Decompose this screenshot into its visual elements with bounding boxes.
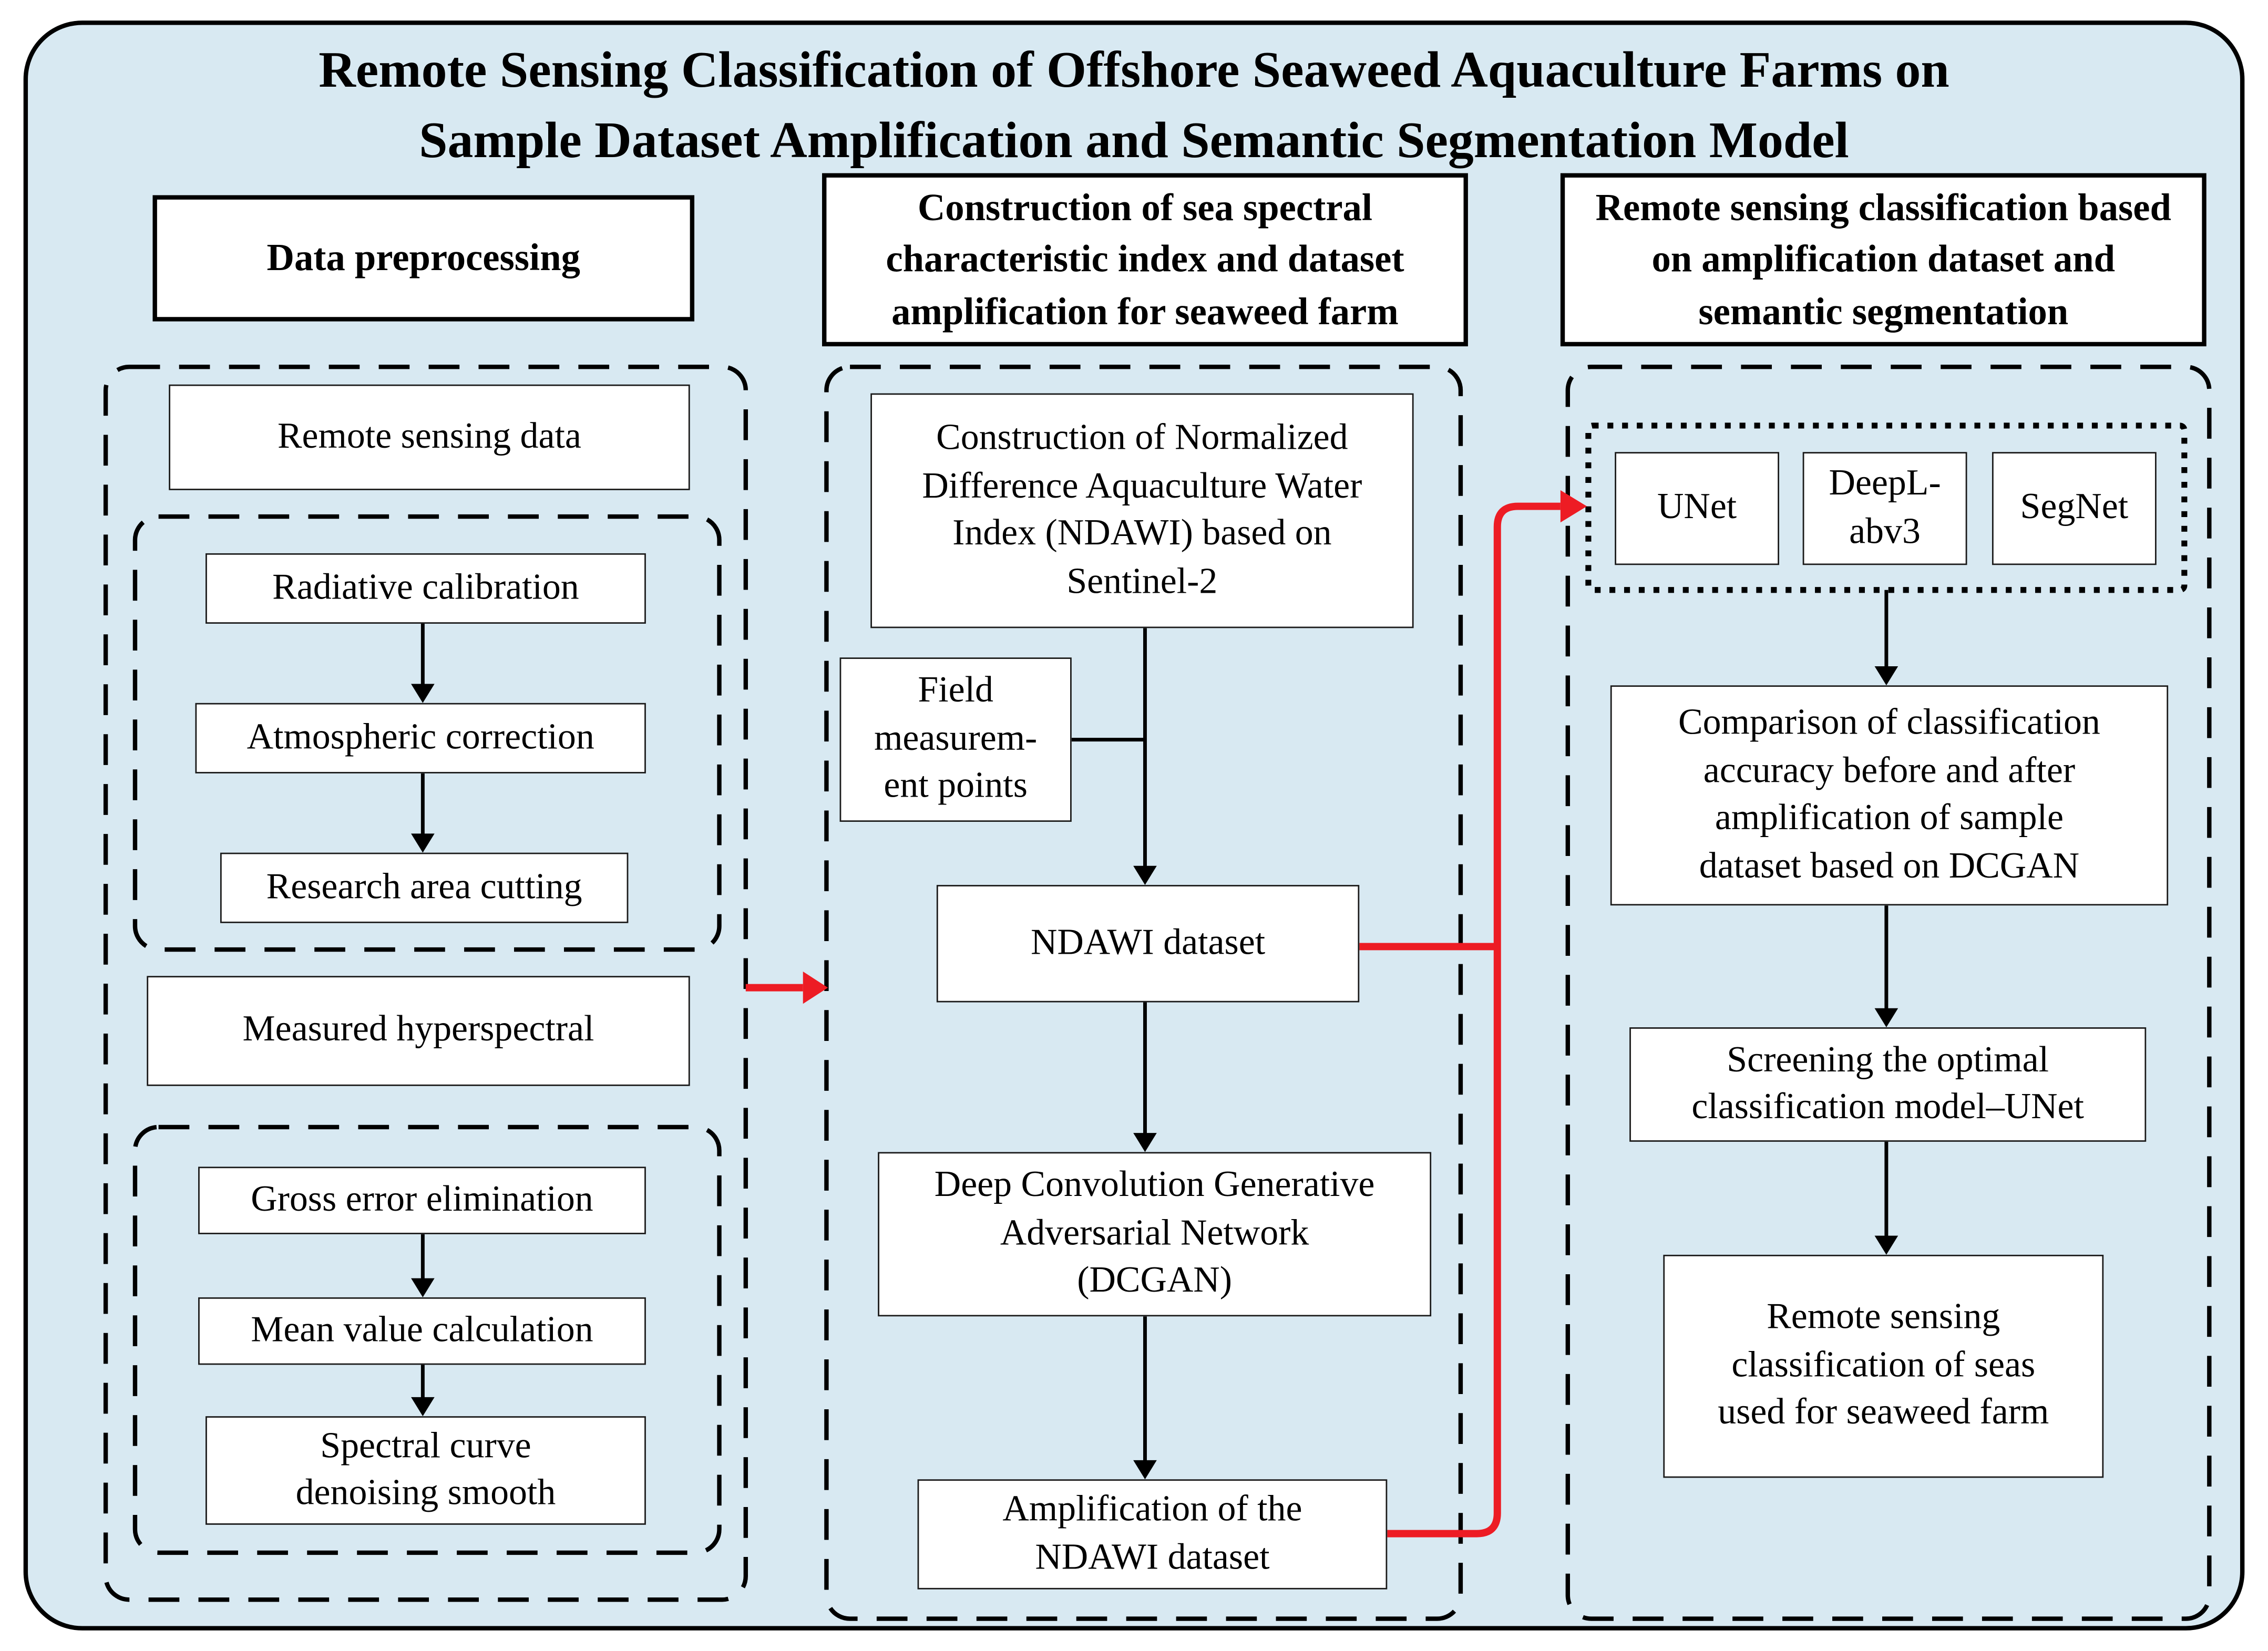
arrowhead-radiative-to-atmospheric (411, 684, 435, 703)
red-arrowhead-preprocessing-to-col2 (803, 971, 828, 1004)
box-model-unet: UNet (1615, 452, 1779, 565)
arrowhead-mean-to-spectral (411, 1397, 435, 1417)
box-radiative-calibration: Radiative calibration (206, 553, 646, 624)
box-measured-hyperspectral: Measured hyperspectral (147, 976, 690, 1086)
red-arrowhead-into-models (1560, 490, 1587, 523)
dashed-group-image-correction (132, 514, 722, 952)
box-gross-error-elimination: Gross error elimination (198, 1167, 646, 1234)
box-remote-sensing-data: Remote sensing data (169, 384, 690, 490)
dashed-container-classification (1565, 365, 2212, 1621)
dashed-group-spectral-processing (132, 1124, 722, 1555)
box-dcgan: Deep Convolution Generative Adversarial … (878, 1152, 1432, 1317)
box-field-measurement-points: Field measurem- ent points (839, 657, 1072, 822)
dotted-group-segmentation-models (1585, 422, 2188, 593)
arrowhead-dcgan-to-amplification (1133, 1460, 1157, 1480)
arrowhead-screening-to-classification (1874, 1235, 1898, 1255)
box-ndawi-construction: Construction of Normalized Difference Aq… (870, 393, 1414, 628)
red-connector-amplification-to-models (1387, 502, 1561, 1538)
arrowhead-atmospheric-to-research (411, 833, 435, 853)
box-atmospheric-correction: Atmospheric correction (195, 703, 646, 773)
box-remote-sensing-classification: Remote sensing classification of seas us… (1663, 1254, 2104, 1478)
diagram-title-line1: Remote Sensing Classification of Offshor… (319, 41, 1949, 99)
column3-header: Remote sensing classification based on a… (1560, 173, 2207, 347)
diagram-title: Remote Sensing Classification of Offshor… (0, 35, 2268, 177)
column1-header: Data preprocessing (152, 195, 695, 322)
column2-header: Construction of sea spectral characteris… (822, 173, 1468, 347)
arrowhead-construction-to-ndawi-dataset (1133, 865, 1157, 885)
box-mean-value-calculation: Mean value calculation (198, 1297, 646, 1365)
box-spectral-curve-denoising: Spectral curve denoising smooth (206, 1416, 646, 1525)
box-amplification-ndawi-dataset: Amplification of the NDAWI dataset (917, 1479, 1388, 1590)
dashed-container-index-amplification (824, 365, 1463, 1621)
box-model-segnet: SegNet (1992, 452, 2157, 565)
dashed-container-preprocessing (103, 365, 748, 1602)
arrowhead-gross-to-mean (411, 1278, 435, 1297)
arrowhead-ndawi-to-dcgan (1133, 1133, 1157, 1152)
box-model-deeplabv3: DeepL- abv3 (1802, 452, 1967, 565)
diagram-title-line2: Sample Dataset Amplification and Semanti… (419, 112, 1849, 170)
arrowhead-models-to-comparison (1874, 666, 1898, 686)
box-accuracy-comparison: Comparison of classification accuracy be… (1610, 685, 2169, 906)
box-research-area-cutting: Research area cutting (220, 852, 629, 923)
box-ndawi-dataset: NDAWI dataset (936, 885, 1360, 1003)
arrowhead-comparison-to-screening (1874, 1008, 1898, 1028)
box-screening-optimal-model: Screening the optimal classification mod… (1629, 1027, 2147, 1142)
